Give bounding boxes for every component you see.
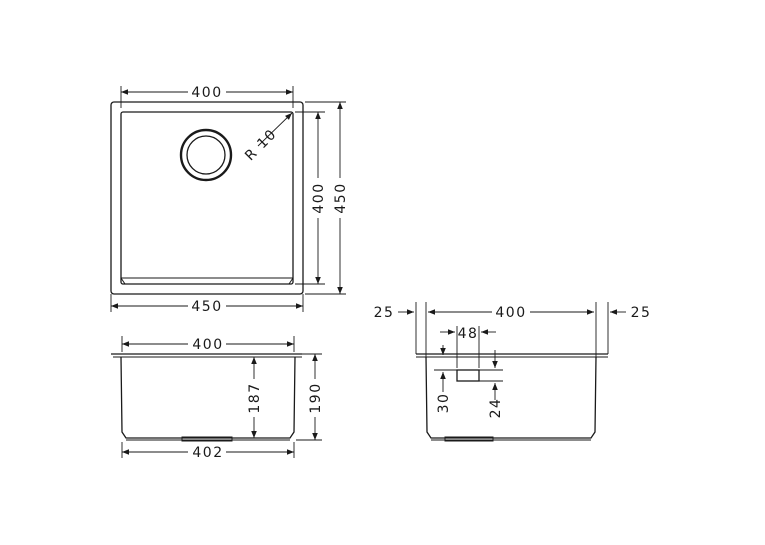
dim-side-overflow-height: 24: [488, 398, 504, 419]
dim-side-left-flange: 25: [374, 305, 395, 321]
drain-inner-ring: [186, 135, 226, 175]
side-drain-outlet: [444, 436, 494, 442]
dim-side-overflow-width: 48: [458, 326, 479, 342]
sink-bowl-outline: [120, 111, 294, 285]
dim-side-width: 400: [495, 305, 526, 321]
dim-front-outer-depth: 190: [308, 382, 324, 413]
dim-top-inner-width: 400: [191, 85, 222, 101]
front-bowl-outline: [120, 356, 296, 439]
overflow-slot: [456, 369, 480, 382]
sink-outer-outline: [110, 101, 304, 295]
dim-front-inner-depth: 187: [247, 382, 263, 413]
top-view: 400 450 400 450 R 10: [110, 83, 349, 315]
dim-top-inner-height: 400: [311, 182, 327, 213]
drain-outer-ring: [179, 128, 233, 182]
dim-top-outer-height: 450: [333, 182, 349, 213]
side-view: 25 400 25 48 30 24: [374, 302, 652, 442]
dim-front-bottom-width: 402: [192, 445, 223, 461]
front-drain-outlet: [181, 436, 233, 442]
front-view: 400 402 187 190: [111, 335, 324, 461]
dim-side-overflow-offset: 30: [436, 393, 452, 414]
radius-label: R 10: [242, 126, 280, 164]
radius-leader: [257, 112, 293, 147]
side-bowl-outline: [425, 356, 597, 439]
dim-top-outer-width: 450: [191, 299, 222, 315]
dim-front-top-width: 400: [192, 337, 223, 353]
dim-side-right-flange: 25: [631, 305, 652, 321]
